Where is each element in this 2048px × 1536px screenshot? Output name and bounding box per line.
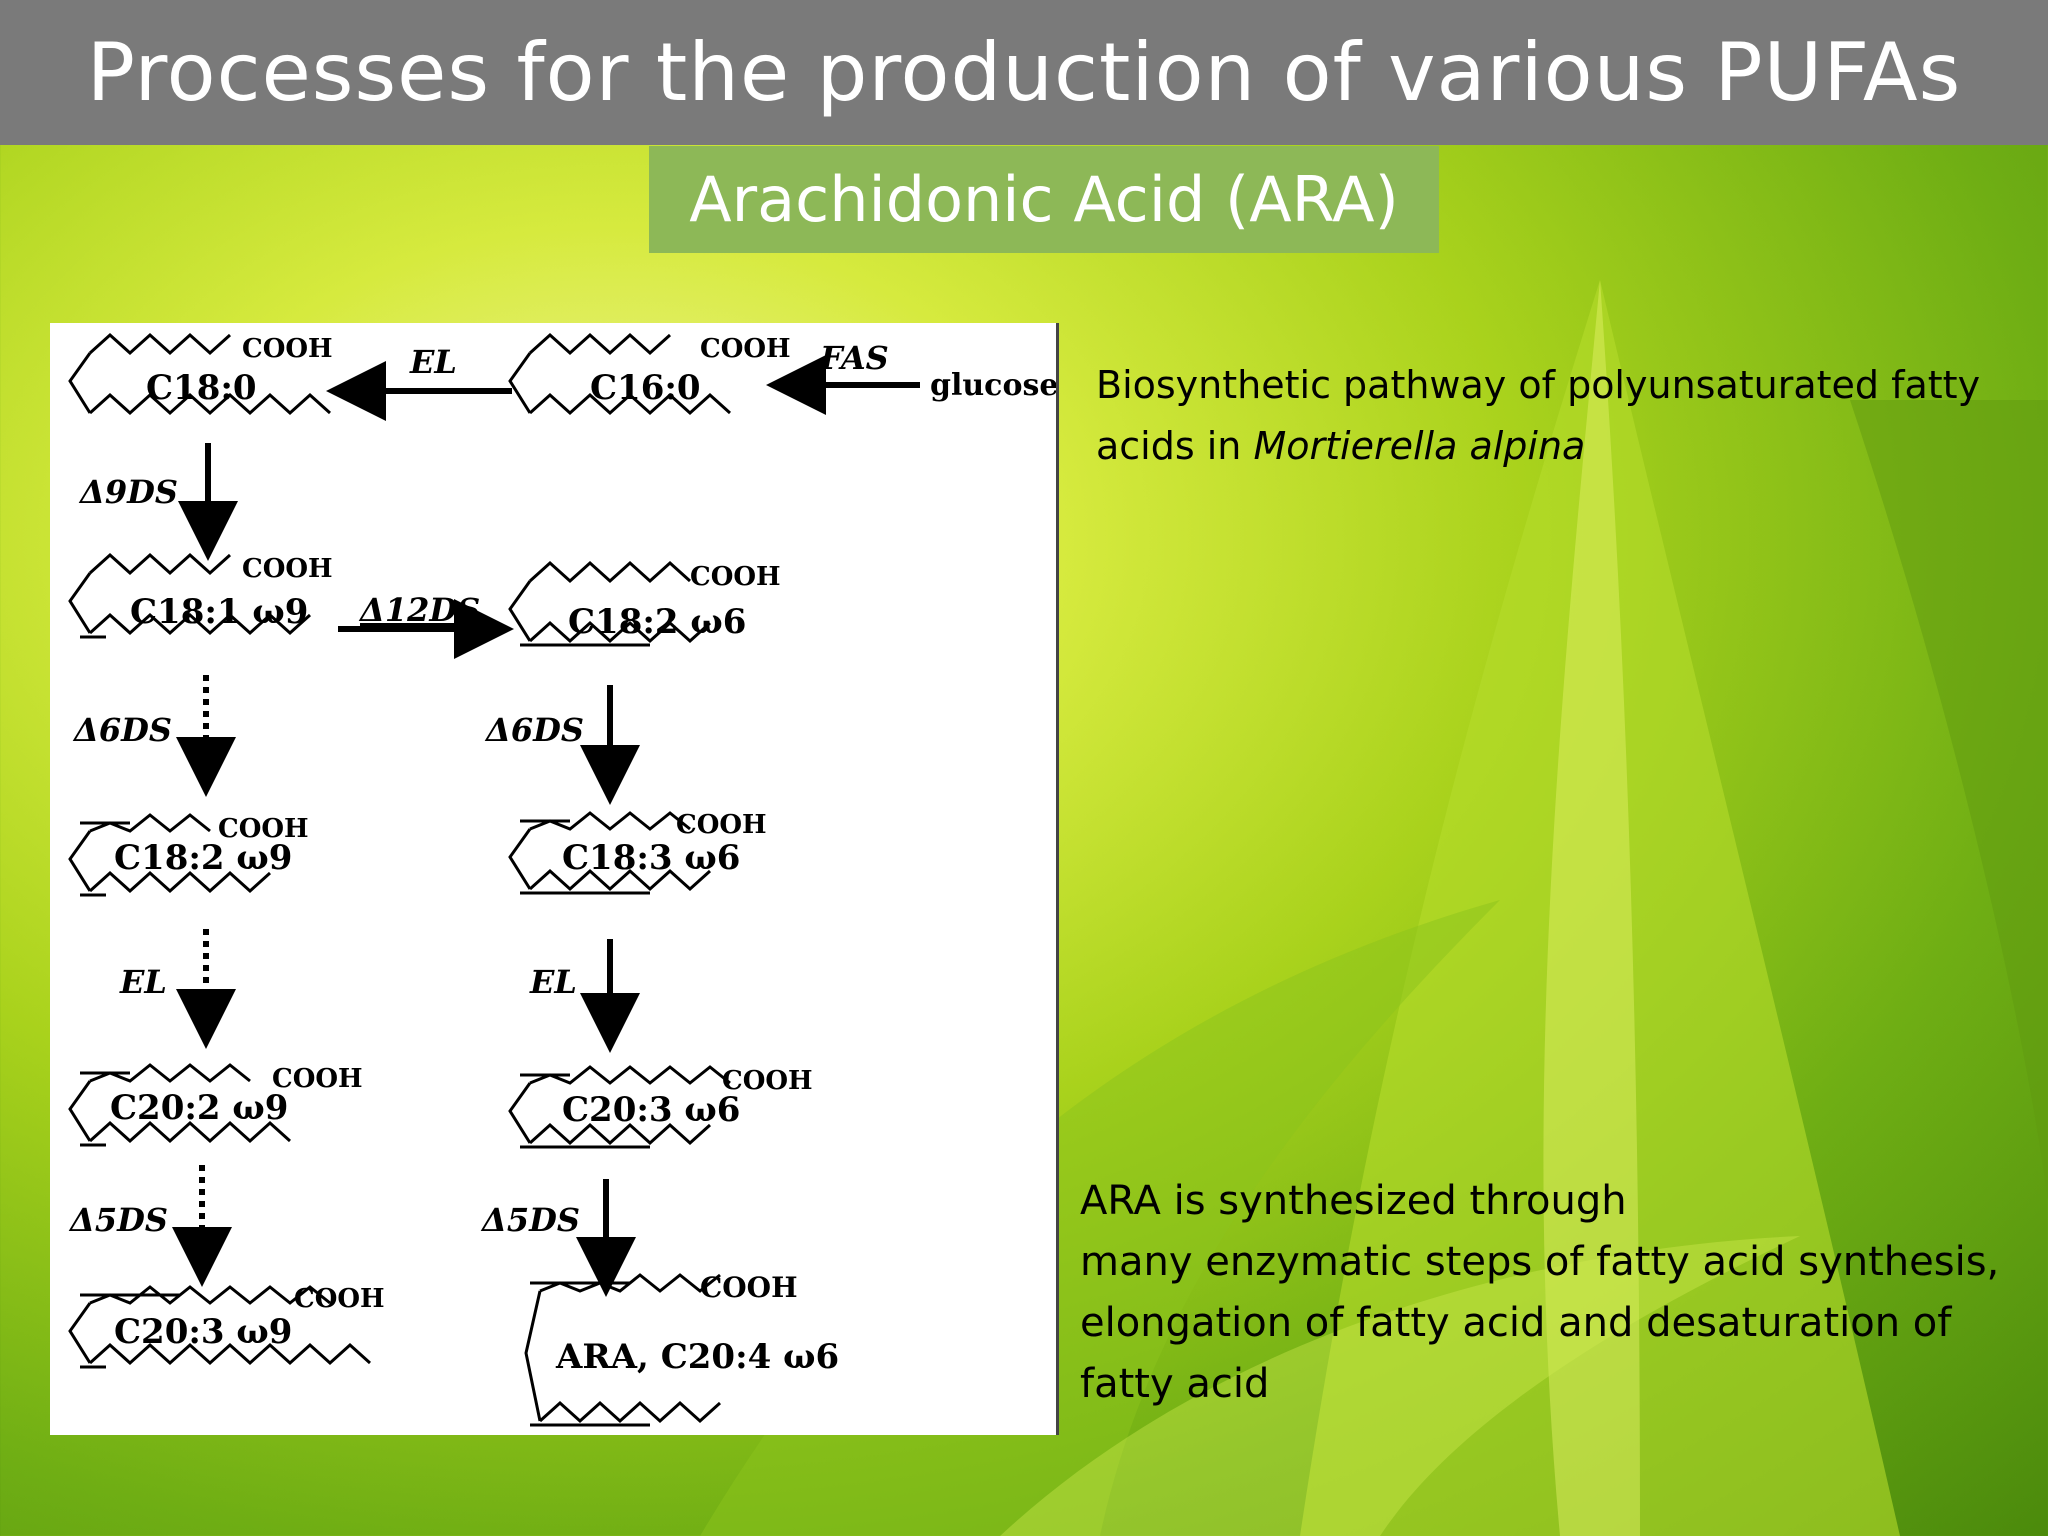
ara-description: ARA is synthesized through many enzymati… bbox=[1080, 1171, 2040, 1415]
label-c20-3-w6: C20:3 ω6 bbox=[562, 1090, 740, 1130]
enzyme-d6ds-left: Δ6DS bbox=[72, 711, 172, 749]
label-cooh: COOH bbox=[722, 1066, 813, 1096]
label-c16-0: C16:0 bbox=[590, 368, 701, 408]
molecule-c18-2-w6-shape bbox=[508, 560, 712, 647]
molecule-c20-3-w9-shape bbox=[68, 1285, 372, 1369]
label-c18-0: C18:0 bbox=[146, 368, 257, 408]
caption-organism: Mortierella alpina bbox=[1253, 424, 1586, 468]
enzyme-el-right: EL bbox=[529, 963, 577, 1001]
molecule-c18-3-w6-shape bbox=[508, 811, 712, 895]
enzyme-el-left: EL bbox=[119, 963, 167, 1001]
description-line-2: many enzymatic steps of fatty acid synth… bbox=[1080, 1239, 2000, 1285]
caption-line-2: acids in Mortierella alpina bbox=[1096, 416, 2048, 477]
label-cooh: COOH bbox=[272, 1064, 363, 1094]
label-glucose: glucose bbox=[930, 368, 1056, 403]
label-cooh: COOH bbox=[690, 562, 781, 592]
enzyme-fas: FAS bbox=[819, 339, 889, 377]
slide-subtitle: Arachidonic Acid (ARA) bbox=[649, 146, 1439, 253]
label-cooh: COOH bbox=[242, 554, 333, 584]
molecule-c16-0-shape bbox=[508, 332, 732, 416]
enzyme-el-row1: EL bbox=[409, 343, 457, 381]
label-c18-3-w6: C18:3 ω6 bbox=[562, 838, 740, 878]
label-cooh: COOH bbox=[700, 334, 791, 364]
label-ara-c20-4-w6: ARA, C20:4 ω6 bbox=[555, 1337, 839, 1377]
enzyme-d9ds: Δ9DS bbox=[78, 473, 178, 511]
pathway-svg: C18:0 C16:0 C18:1 ω9 C18:2 ω6 C18:2 ω9 C… bbox=[68, 332, 1056, 1427]
label-cooh: COOH bbox=[242, 334, 333, 364]
caption-line-1: Biosynthetic pathway of polyunsaturated … bbox=[1096, 363, 1981, 407]
label-cooh: COOH bbox=[218, 814, 309, 844]
slide-title: Processes for the production of various … bbox=[0, 0, 2048, 145]
enzyme-d6ds-right: Δ6DS bbox=[484, 711, 584, 749]
label-cooh: COOH bbox=[676, 810, 767, 840]
figure-caption: Biosynthetic pathway of polyunsaturated … bbox=[1096, 355, 2048, 477]
description-line-4: fatty acid bbox=[1080, 1361, 1270, 1407]
molecule-c18-0-shape bbox=[68, 332, 332, 416]
pathway-diagram: C18:0 C16:0 C18:1 ω9 C18:2 ω6 C18:2 ω9 C… bbox=[50, 323, 1059, 1435]
molecule-c20-2-w9-shape bbox=[68, 1063, 292, 1147]
label-c20-3-w9: C20:3 ω9 bbox=[114, 1312, 292, 1352]
label-c18-2-w6: C18:2 ω6 bbox=[568, 602, 746, 642]
label-cooh: COOH bbox=[294, 1284, 385, 1314]
molecule-c20-3-w6-shape bbox=[508, 1065, 731, 1149]
molecule-c18-2-w9-shape bbox=[68, 813, 272, 897]
caption-line-2-prefix: acids in bbox=[1096, 424, 1254, 468]
label-c18-1-w9: C18:1 ω9 bbox=[130, 592, 308, 632]
description-line-1: ARA is synthesized through bbox=[1080, 1178, 1627, 1224]
molecule-c18-1-w9-shape bbox=[68, 552, 312, 639]
enzyme-d12ds: Δ12DS bbox=[358, 591, 480, 629]
label-c20-2-w9: C20:2 ω9 bbox=[110, 1088, 288, 1128]
enzyme-d5ds-right: Δ5DS bbox=[480, 1201, 580, 1239]
label-c18-2-w9: C18:2 ω9 bbox=[114, 838, 292, 878]
enzyme-d5ds-left: Δ5DS bbox=[68, 1201, 168, 1239]
description-line-3: elongation of fatty acid and desaturatio… bbox=[1080, 1300, 1952, 1346]
label-cooh: COOH bbox=[700, 1271, 798, 1304]
